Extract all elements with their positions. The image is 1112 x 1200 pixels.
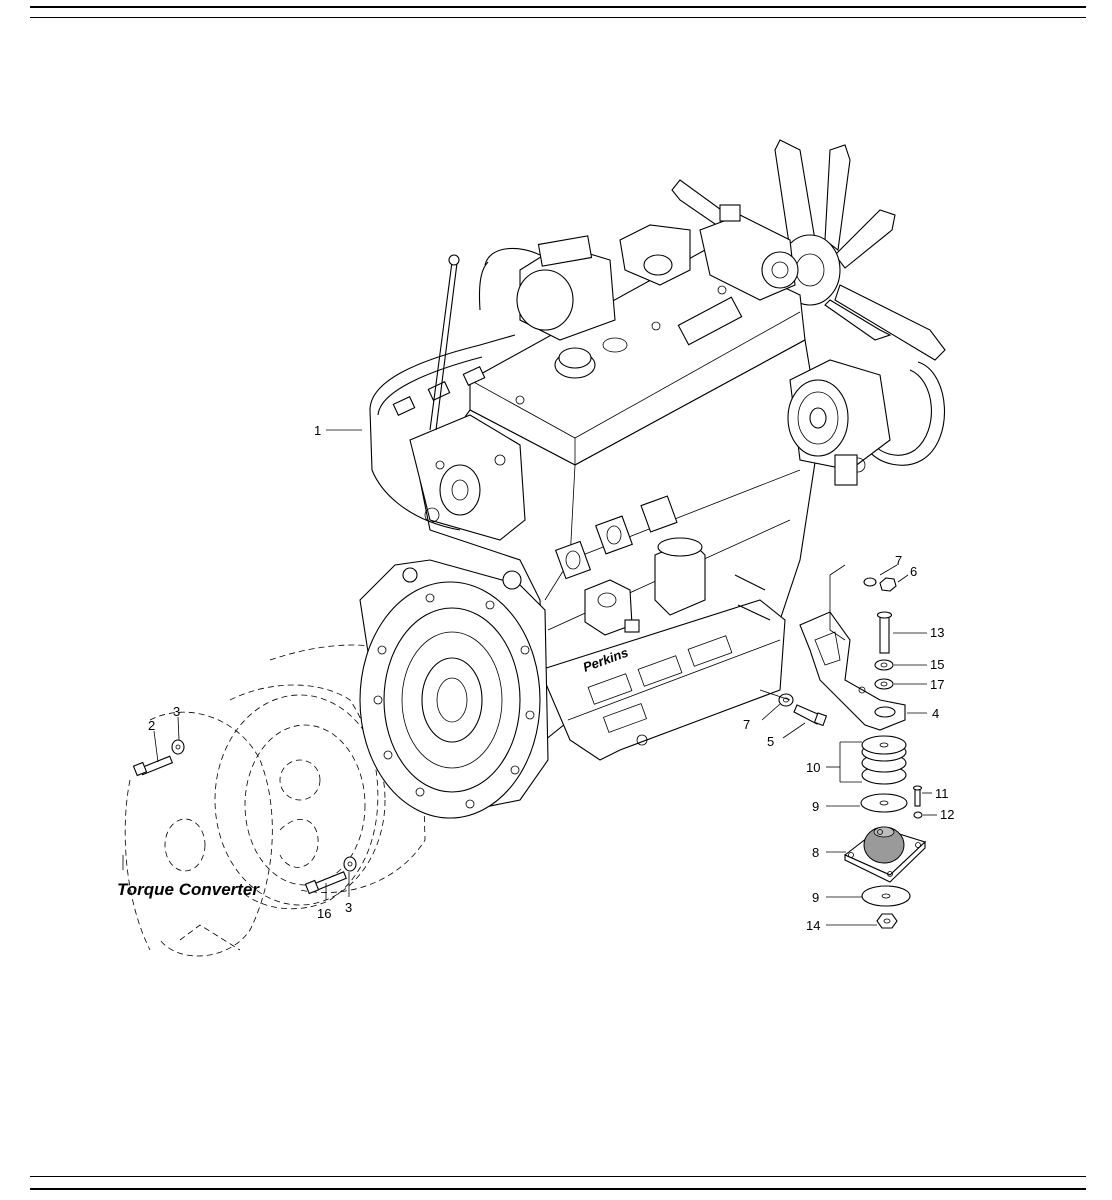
top-rule-outer (30, 6, 1086, 8)
callout-8: 8 (812, 845, 819, 860)
callout-3-upper: 3 (173, 704, 180, 719)
callout-2: 2 (148, 718, 155, 733)
callout-1: 1 (314, 423, 321, 438)
callout-9-lower: 9 (812, 890, 819, 905)
engine-mount-assembly (778, 577, 927, 929)
callout-5: 5 (767, 734, 774, 749)
callout-16: 16 (317, 906, 331, 921)
callout-11: 11 (935, 786, 949, 801)
callout-9-upper: 9 (812, 799, 819, 814)
callout-labels: 1 2 3 16 3 7 6 13 15 17 4 7 5 10 11 9 12… (117, 423, 954, 933)
converter-bolts (132, 739, 357, 895)
callout-17: 17 (930, 677, 944, 692)
engine-block: Perkins (369, 204, 891, 761)
leader-lines (122, 429, 937, 926)
callout-3-lower: 3 (345, 900, 352, 915)
callout-10: 10 (806, 760, 820, 775)
bottom-rule-outer (30, 1188, 1086, 1190)
callout-15: 15 (930, 657, 944, 672)
bottom-rule-inner (30, 1176, 1086, 1177)
callout-6: 6 (910, 564, 917, 579)
callout-4: 4 (932, 706, 939, 721)
callout-12: 12 (940, 807, 954, 822)
callout-14: 14 (806, 918, 820, 933)
torque-converter-label: Torque Converter (117, 880, 260, 899)
flywheel-housing (359, 559, 549, 819)
callout-13: 13 (930, 625, 944, 640)
callout-7-lower: 7 (743, 717, 750, 732)
callout-7-upper: 7 (895, 553, 902, 568)
top-rule-inner (30, 17, 1086, 18)
